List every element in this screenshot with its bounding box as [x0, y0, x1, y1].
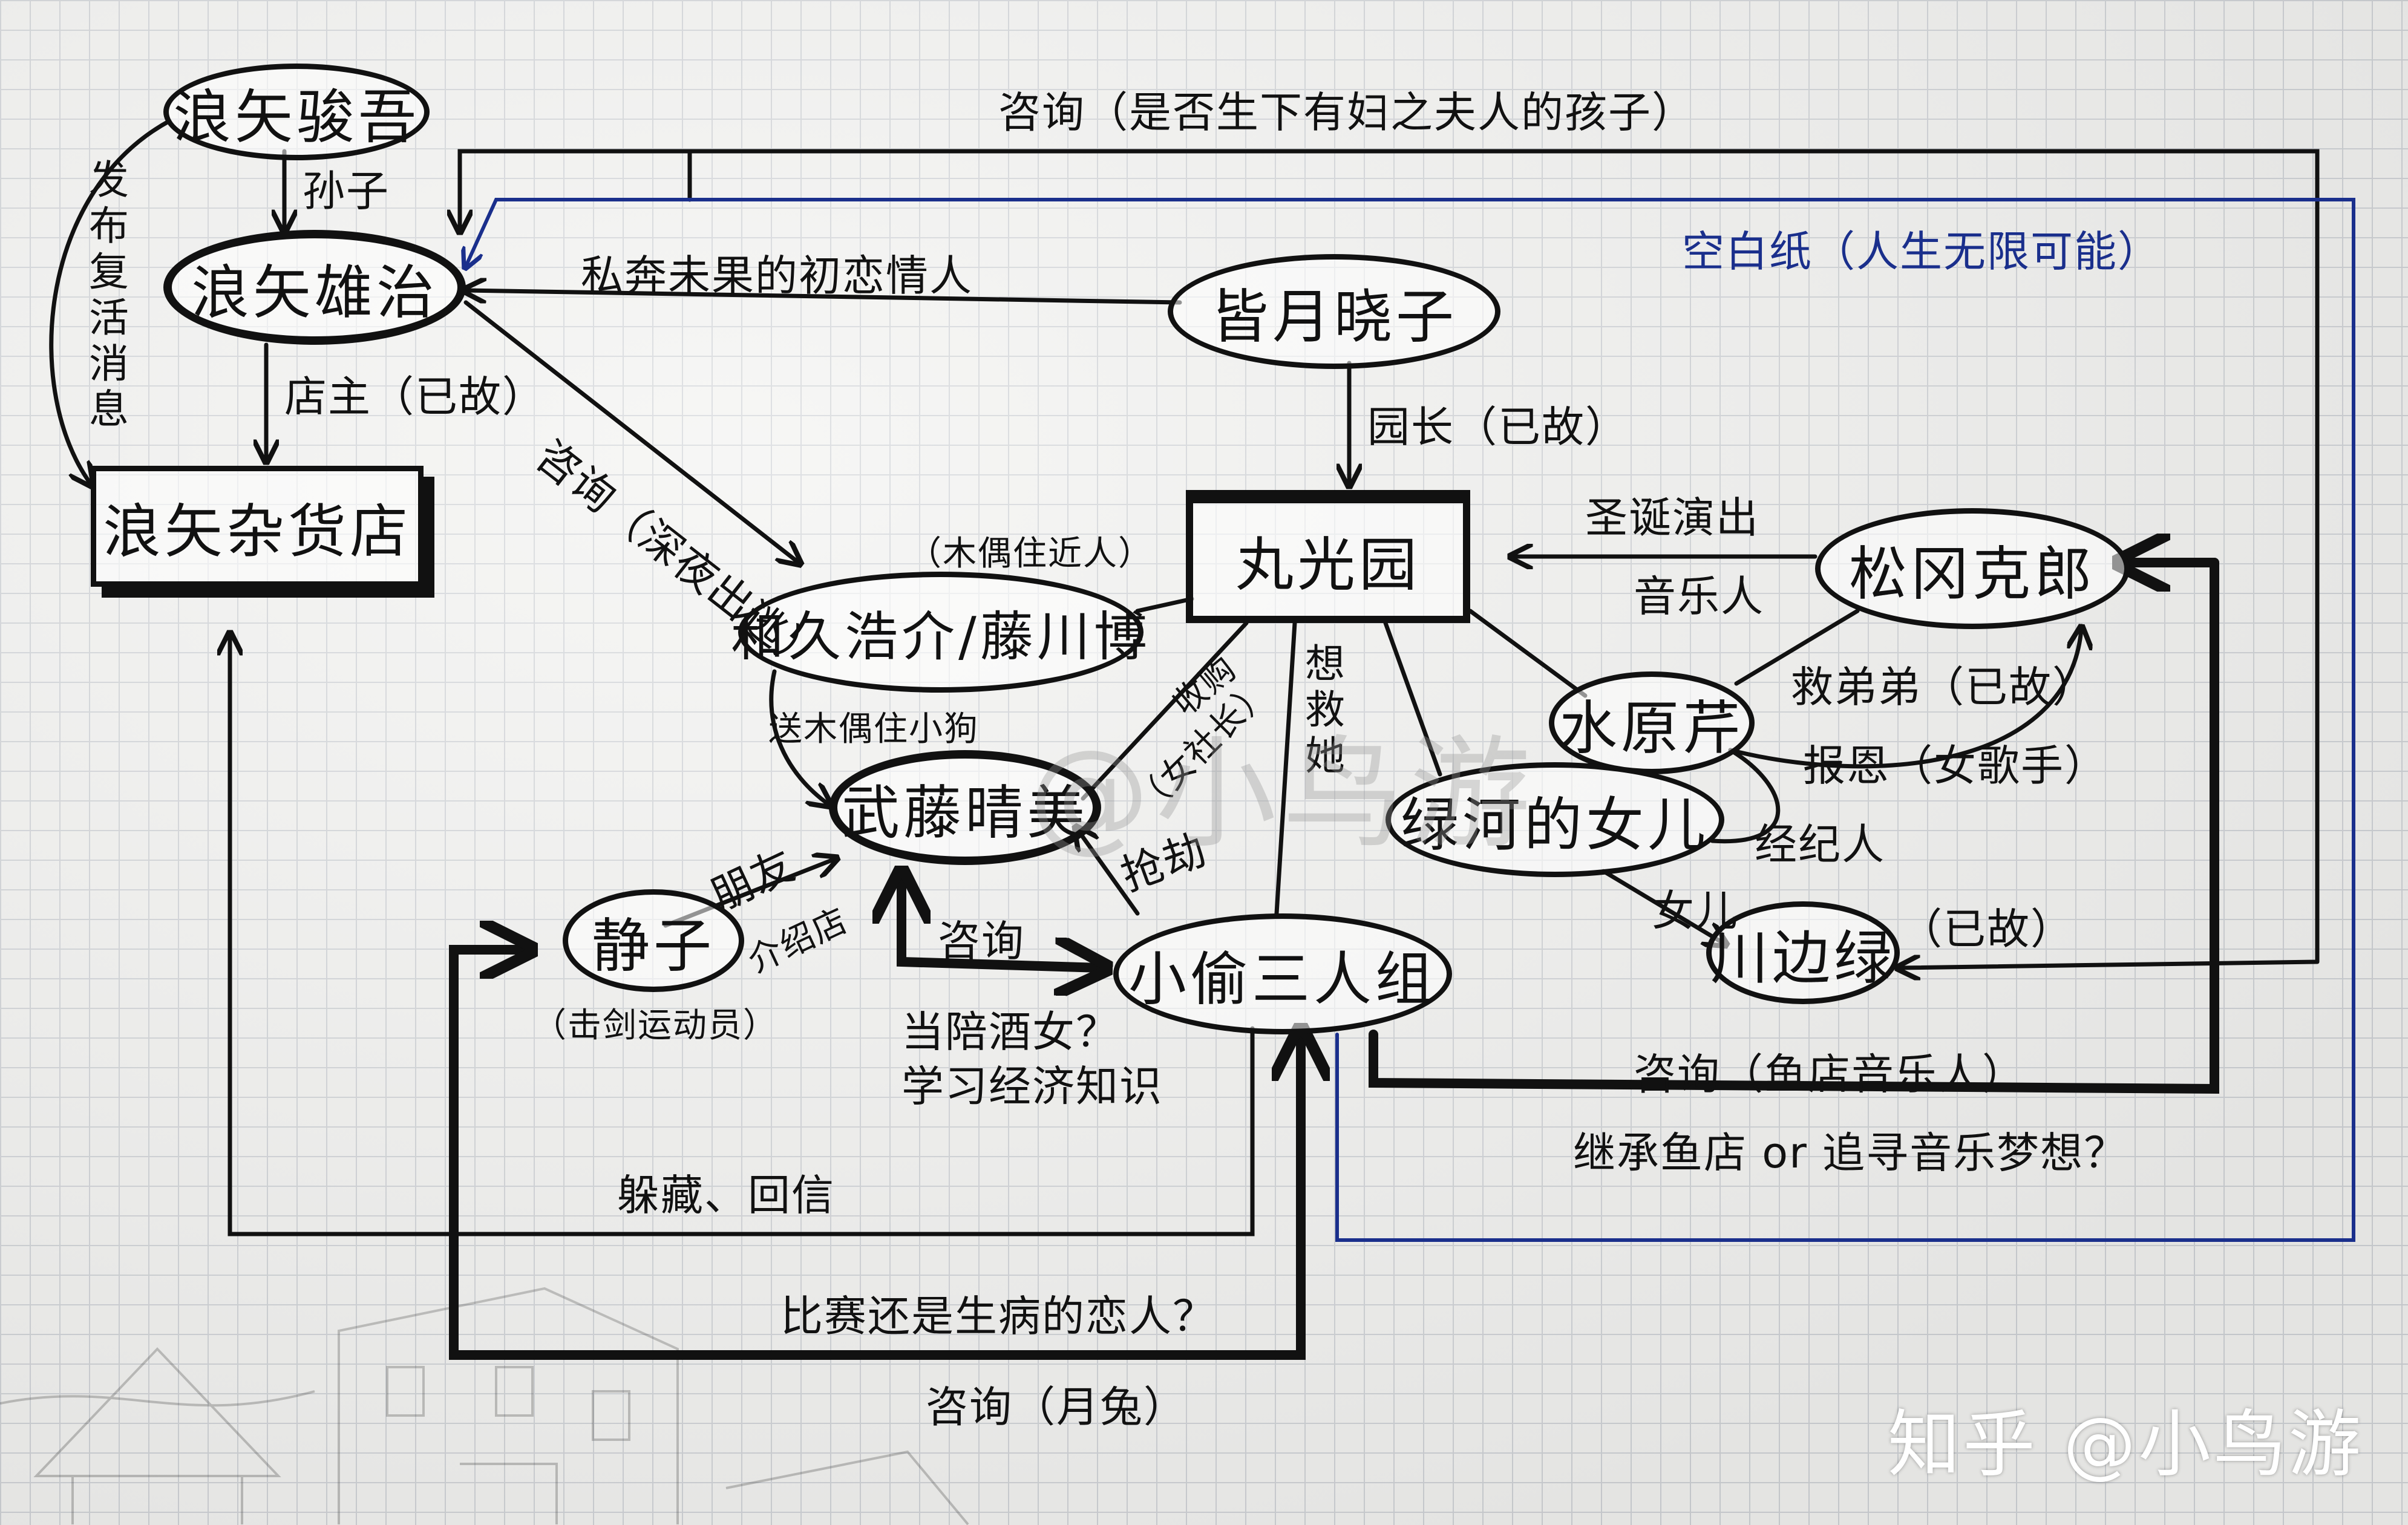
- label-fencer: （击剑运动员）: [532, 1006, 778, 1045]
- node-label: 静子: [592, 912, 715, 980]
- watermark-faint: @小鸟游: [1029, 724, 1537, 865]
- edge-hide-reply: [230, 635, 1255, 1236]
- edge-top-consult: [687, 149, 2320, 968]
- edge-consult-moon: [449, 950, 1301, 1360]
- label-hide-reply: 躲藏、回信: [617, 1171, 835, 1220]
- label-save-brother: 救弟弟（已故）: [1791, 662, 2096, 712]
- node-lvhe-girl: 绿河的女儿: [1386, 762, 1724, 877]
- label-stray-poor: 想救她: [1305, 641, 1345, 779]
- node-label: 浪矢骏吾: [173, 83, 420, 151]
- label-shop-owner: 店主（已故）: [284, 372, 546, 422]
- label-hostess: 当陪酒女？: [901, 1007, 1119, 1057]
- label-elope-lover: 私奔未果的初恋情人: [581, 251, 973, 301]
- edge-top-consult-arrow: [460, 149, 692, 230]
- node-jieyue-xiaozi: 皆月晓子: [1168, 254, 1500, 369]
- edge-agent: [1710, 748, 1781, 844]
- node-label: 浪矢杂货店: [103, 497, 411, 566]
- node-label: 川边绿: [1710, 924, 1896, 992]
- node-langshi-xiongzhi: 浪矢雄治: [163, 230, 466, 345]
- faint-house-sketch: [0, 1287, 969, 1525]
- edge-lover: [466, 290, 1182, 305]
- label-neighbor: （木偶住近人）: [908, 534, 1153, 573]
- edge-consult-elope: [463, 300, 799, 563]
- edge-hejiu-maruko: [1135, 596, 1194, 613]
- node-langshi-junwu: 浪矢骏吾: [163, 64, 430, 160]
- label-musician: 音乐人: [1634, 572, 1764, 621]
- watermark-zhihu: 知乎 @小鸟游: [1888, 1403, 2364, 1487]
- label-agent: 经纪人: [1755, 820, 1885, 869]
- label-consult-moon: 咨询（月兔）: [926, 1382, 1187, 1432]
- label-inherit-or-dream: 继承鱼店 or 追寻音乐梦想？: [1573, 1128, 2128, 1178]
- node-label: 和久浩介/藤川博: [731, 605, 1151, 668]
- node-hejiu-haojie: 和久浩介/藤川博: [731, 572, 1147, 693]
- label-repay: 报恩（女歌手）: [1803, 741, 2108, 791]
- node-label: 皆月晓子: [1211, 282, 1458, 351]
- label-send-puppet: 送木偶住小狗: [768, 710, 979, 749]
- node-thieves-trio: 小偷三人组: [1113, 913, 1452, 1034]
- label-grandson: 孙子: [303, 166, 390, 216]
- node-songgang-kelang: 松冈克郎: [1815, 508, 2130, 629]
- node-label: 绿河的女儿: [1401, 791, 1709, 859]
- label-deceased: （已故）: [1900, 904, 2074, 954]
- edge-brother: [1734, 609, 1860, 686]
- node-label: 丸光园: [1235, 531, 1421, 599]
- label-blank-paper: 空白纸（人生无限可能）: [1682, 227, 2161, 276]
- label-daughter: 女儿: [1652, 886, 1739, 936]
- label-match-or-lover: 比赛还是生病的恋人？: [780, 1292, 1216, 1341]
- node-label: 武藤晴美: [842, 779, 1088, 847]
- label-consult-short: 咨询: [938, 916, 1025, 966]
- label-director: 园长（已故）: [1367, 402, 1629, 452]
- edge-daughter: [1601, 869, 1724, 944]
- label-learn-econ: 学习经济知识: [901, 1062, 1163, 1111]
- label-consult-fish: 咨询（鱼店音乐人）: [1634, 1050, 2026, 1099]
- node-label: 松冈克郎: [1849, 540, 2096, 608]
- node-langshi-shop: 浪矢杂货店: [91, 466, 424, 587]
- node-jingzi: 静子: [563, 889, 744, 992]
- label-consult-top: 咨询（是否生下有妇之夫人的孩子）: [998, 88, 1695, 137]
- node-maruko-garden: 丸光园: [1186, 490, 1470, 623]
- edge-save: [1274, 621, 1297, 916]
- edge-publish: [49, 119, 172, 484]
- edge-shuiyuan: [1468, 609, 1588, 698]
- edge-blank-paper: [466, 198, 2355, 1242]
- edge-lvhe: [1383, 621, 1442, 777]
- node-chuanbian-lv: 川边绿: [1706, 901, 1900, 1004]
- label-christmas-show: 圣诞演出: [1585, 493, 1759, 543]
- node-shuiyuan-fen: 水原芹: [1549, 671, 1755, 774]
- edge-repay: [1728, 629, 2081, 769]
- node-label: 小偷三人组: [1128, 945, 1437, 1013]
- node-label: 水原芹: [1559, 694, 1744, 762]
- node-label: 浪矢雄治: [191, 258, 438, 327]
- edge-consult-fish: [1369, 558, 2219, 1094]
- edge-acquire: [1081, 621, 1249, 801]
- label-publish-reply: 发布复活消息: [89, 157, 129, 433]
- edge-puppet: [769, 669, 829, 805]
